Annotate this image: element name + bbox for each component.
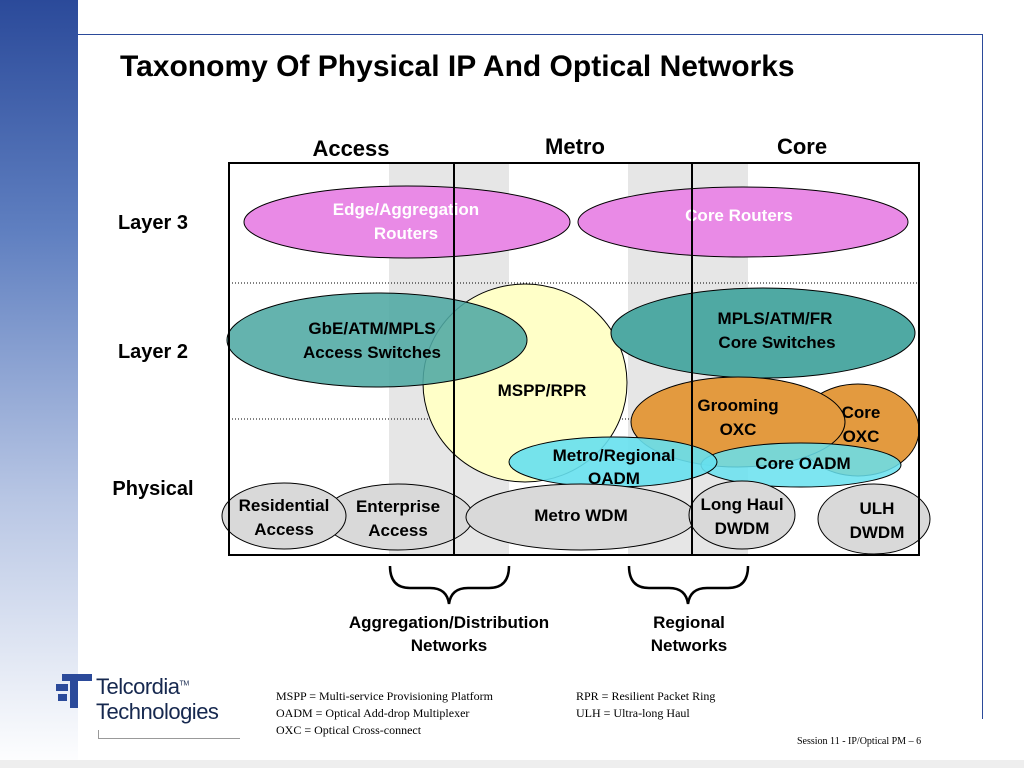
bottom-band <box>0 760 1024 768</box>
node-ulh-dwdm: ULH DWDM <box>817 483 931 555</box>
brace-regional-line1: Regional <box>653 613 725 632</box>
mspp-label: MSPP/RPR <box>498 381 587 400</box>
logo-line2: Technologies <box>96 699 219 724</box>
legend-oxc: OXC = Optical Cross-connect <box>276 723 422 737</box>
core-oxc-line2: OXC <box>843 427 880 446</box>
row-layer2: Layer 2 <box>118 341 188 363</box>
node-residential-access: Residential Access <box>221 482 347 550</box>
gbe-line2: Access Switches <box>303 343 441 362</box>
node-core-oadm: Core OADM <box>700 442 902 488</box>
legend-ulh: ULH = Ultra-long Haul <box>576 706 690 720</box>
right-rule <box>982 34 983 719</box>
residential-line2: Access <box>254 520 314 539</box>
diagram-frame <box>228 162 920 556</box>
metro-oadm-line2: OADM <box>588 469 640 488</box>
long-haul-line1: Long Haul <box>700 495 783 514</box>
metro-wdm-label: Metro WDM <box>534 506 627 525</box>
brace-aggregation-line1: Aggregation/Distribution <box>349 613 549 632</box>
gbe-line1: GbE/ATM/MPLS <box>308 319 435 338</box>
logo-trademark: TM <box>179 680 190 688</box>
node-mpls-core-switches: MPLS/ATM/FR Core Switches <box>610 287 916 379</box>
telcordia-logo <box>56 672 96 717</box>
telcordia-logo-mark-icon <box>56 674 92 708</box>
column-metro: Metro <box>545 134 605 159</box>
brace-regional <box>627 565 750 605</box>
slide-title: Taxonomy Of Physical IP And Optical Netw… <box>120 50 795 83</box>
grooming-line2: OXC <box>720 420 757 439</box>
legend-mspp: MSPP = Multi-service Provisioning Platfo… <box>276 689 493 703</box>
enterprise-line1: Enterprise <box>356 497 440 516</box>
legend-oadm: OADM = Optical Add-drop Multiplexer <box>276 706 470 720</box>
core-routers-label: Core Routers <box>685 206 793 225</box>
logo-rule <box>98 738 240 739</box>
legend-rpr: RPR = Resilient Packet Ring <box>576 689 716 703</box>
brace-aggregation <box>388 565 511 605</box>
side-gradient-bar <box>0 0 78 768</box>
column-core: Core <box>777 134 827 159</box>
row-layer3: Layer 3 <box>118 212 188 234</box>
brace-aggregation-line2: Networks <box>411 636 488 655</box>
edge-agg-line1: Edge/Aggregation <box>333 200 479 219</box>
logo-tick <box>98 730 99 739</box>
row-physical: Physical <box>112 478 193 500</box>
column-access: Access <box>312 136 389 161</box>
enterprise-line2: Access <box>368 521 428 540</box>
core-oadm-label: Core OADM <box>755 454 850 473</box>
ulh-line2: DWDM <box>850 523 905 542</box>
node-gbe-access-switches: GbE/ATM/MPLS Access Switches <box>226 292 528 388</box>
edge-agg-line2: Routers <box>374 224 438 243</box>
node-core-routers: Core Routers <box>577 186 909 258</box>
residential-line1: Residential <box>239 496 330 515</box>
ulh-line1: ULH <box>860 499 895 518</box>
metro-oadm-line1: Metro/Regional <box>553 446 676 465</box>
node-metro-regional-oadm: Metro/Regional OADM <box>508 436 718 488</box>
node-metro-wdm: Metro WDM <box>465 483 697 551</box>
brace-regional-line2: Networks <box>651 636 728 655</box>
slide-footer: Session 11 - IP/Optical PM – 6 <box>797 736 922 747</box>
node-long-haul-dwdm: Long Haul DWDM <box>688 480 796 550</box>
top-rule <box>78 34 983 35</box>
node-edge-aggregation-routers: Edge/Aggregation Routers <box>243 185 571 259</box>
core-oxc-line1: Core <box>842 403 881 422</box>
long-haul-line2: DWDM <box>715 519 770 538</box>
mpls-line2: Core Switches <box>718 333 835 352</box>
grooming-line1: Grooming <box>697 396 778 415</box>
mpls-line1: MPLS/ATM/FR <box>718 309 833 328</box>
logo-line1: TelcordiaTM <box>96 674 190 699</box>
